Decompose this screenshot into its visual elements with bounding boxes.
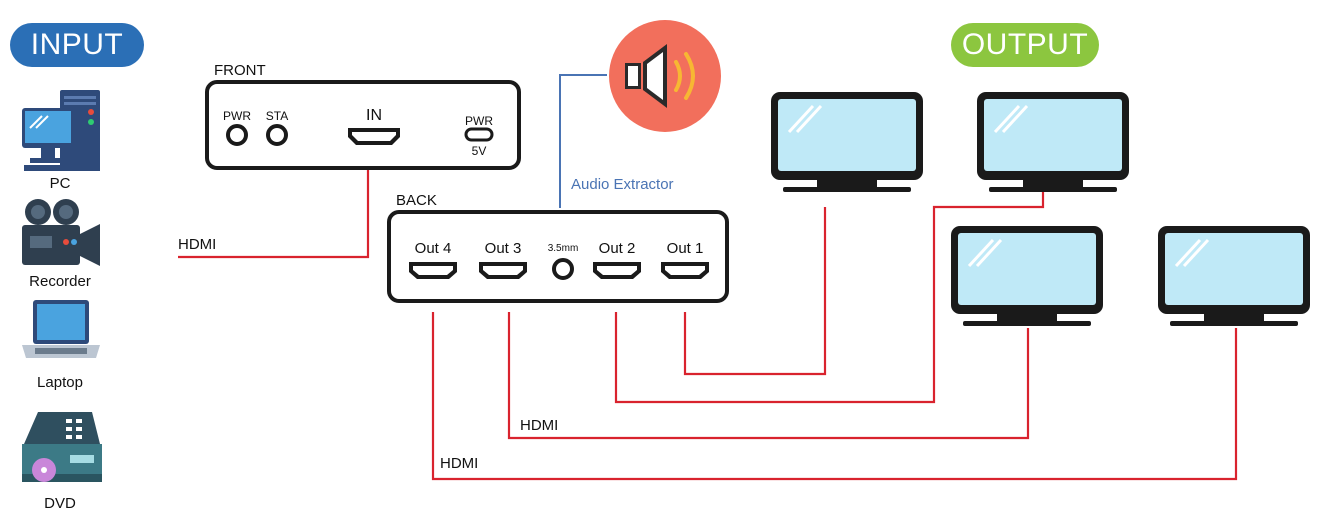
laptop-icon <box>22 300 100 358</box>
camera-recorder-icon <box>22 199 100 266</box>
source-label-laptop: Laptop <box>37 374 83 391</box>
source-label-recorder: Recorder <box>29 273 91 290</box>
speaker-icon <box>609 20 721 132</box>
pwr-led-label: PWR <box>223 109 251 123</box>
hdmi-cables <box>178 170 1238 481</box>
out4-hdmi-label: HDMI <box>440 455 478 472</box>
sta-led-icon <box>266 124 288 146</box>
input-hdmi-label: HDMI <box>178 236 216 253</box>
input-hdmi-cable <box>178 170 370 259</box>
front-panel-title: FRONT <box>214 62 266 79</box>
sta-led-label: STA <box>266 109 288 123</box>
power-port-label: PWR <box>465 114 493 128</box>
audio-extractor-label: Audio Extractor <box>571 176 674 193</box>
audio-cable <box>559 74 607 208</box>
out2-hdmi-cable <box>614 190 1045 404</box>
pwr-led-icon <box>226 124 248 146</box>
port-label: Out 1 <box>667 240 704 257</box>
back-panel-title: BACK <box>396 192 437 209</box>
port-label: Out 3 <box>485 240 522 257</box>
input-heading: INPUT <box>10 23 144 67</box>
tv-screen-icon <box>949 224 1105 328</box>
front-panel <box>205 80 521 170</box>
back-panel <box>387 210 729 303</box>
tv-screen-icon <box>975 90 1131 194</box>
out4-hdmi-cable <box>431 312 1238 481</box>
power-port-icon <box>464 127 494 142</box>
out1-port-icon <box>661 262 709 279</box>
out1-hdmi-cable <box>683 207 827 376</box>
out2-port-icon <box>593 262 641 279</box>
power-voltage-label: 5V <box>472 144 487 158</box>
out3-hdmi-label: HDMI <box>520 417 558 434</box>
out3-port-icon <box>479 262 527 279</box>
out3-hdmi-cable <box>507 312 1030 440</box>
out4-port-icon <box>409 262 457 279</box>
tv-screen-icon <box>769 90 925 194</box>
port-label: Out 2 <box>599 240 636 257</box>
port-label: 3.5mm <box>548 243 579 254</box>
output-heading: OUTPUT <box>951 23 1099 67</box>
source-label-dvd: DVD <box>44 495 76 512</box>
pc-icon <box>22 90 100 171</box>
hdmi-in-port-icon <box>348 128 400 145</box>
in-port-label: IN <box>366 107 382 124</box>
dvd-player-icon <box>22 412 102 482</box>
tv-screen-icon <box>1156 224 1312 328</box>
audio-jack-icon <box>552 258 574 280</box>
port-label: Out 4 <box>415 240 452 257</box>
source-label-pc: PC <box>50 175 71 192</box>
